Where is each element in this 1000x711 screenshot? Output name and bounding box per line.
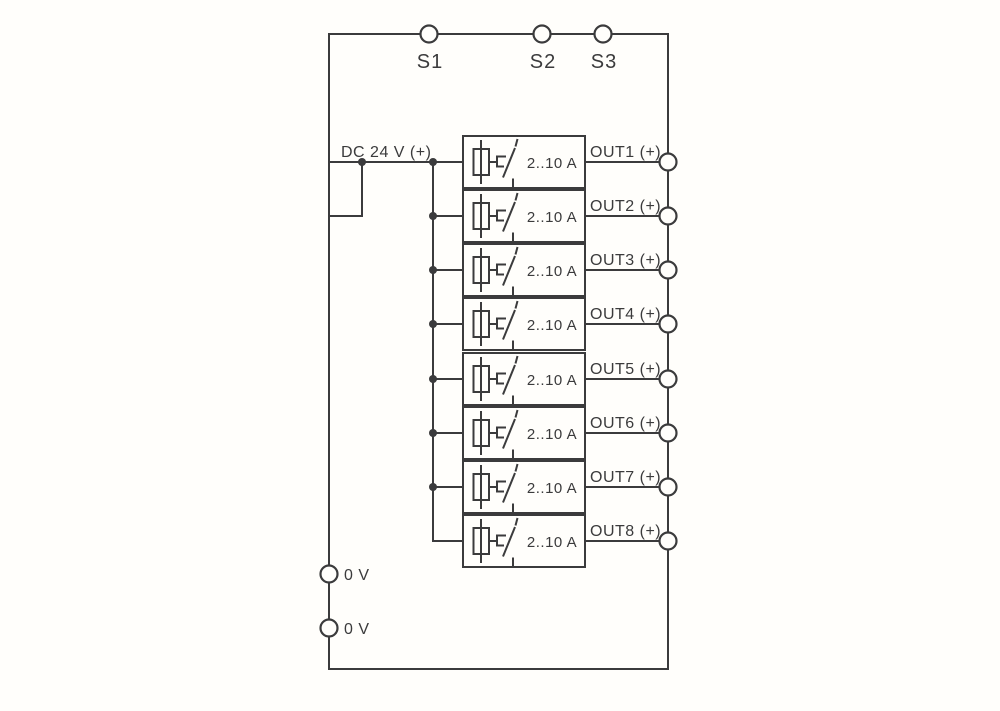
fuse-breaker-icon — [472, 355, 519, 406]
output-terminal — [658, 369, 678, 389]
channel-row: 2..10 A OUT2 (+) — [429, 189, 678, 243]
signal-terminals: S1 S2 S3 — [417, 24, 617, 73]
channel-row: 2..10 A OUT7 (+) — [429, 460, 678, 514]
ground-terminals: 0 V 0 V — [319, 564, 370, 638]
junction-dot — [429, 483, 437, 491]
output-terminal — [658, 152, 678, 172]
rating-label: 2..10 A — [527, 155, 577, 172]
junction-dot — [429, 212, 437, 220]
output-label: OUT8 (+) — [590, 523, 661, 540]
terminal-s3-label: S3 — [591, 51, 617, 73]
output-label: OUT7 (+) — [590, 469, 661, 486]
channel-row: 2..10 A OUT3 (+) — [429, 243, 678, 297]
output-terminal — [658, 314, 678, 334]
fuse-breaker-icon — [472, 138, 519, 189]
junction-dot — [429, 429, 437, 437]
fuse-breaker-icon — [472, 246, 519, 297]
junction-dot — [429, 320, 437, 328]
output-terminal — [658, 531, 678, 551]
terminal-s1-label: S1 — [417, 51, 443, 73]
channel-row: 2..10 A OUT1 (+) — [429, 135, 678, 189]
fuse-breaker-icon — [472, 300, 519, 351]
output-label: OUT6 (+) — [590, 415, 661, 432]
channel-row: 2..10 A OUT6 (+) — [429, 406, 678, 460]
output-terminal — [658, 423, 678, 443]
terminal-0v-2-label: 0 V — [344, 621, 370, 638]
supply-label: DC 24 V (+) — [341, 144, 431, 161]
terminal-s1 — [419, 24, 439, 44]
junction-dot — [358, 158, 366, 166]
module-enclosure-border — [328, 33, 669, 670]
output-terminal — [658, 260, 678, 280]
fuse-breaker-icon — [472, 463, 519, 514]
supply-return-wire — [329, 162, 363, 217]
terminal-s3 — [593, 24, 613, 44]
supply-input: DC 24 V (+) — [329, 144, 433, 217]
fuse-breaker-icon — [472, 517, 519, 568]
rating-label: 2..10 A — [527, 372, 577, 389]
terminal-0v-1 — [319, 564, 339, 584]
fuse-breaker-icon — [472, 192, 519, 243]
output-terminal — [658, 477, 678, 497]
terminal-0v-2 — [319, 618, 339, 638]
junction-dot — [429, 266, 437, 274]
rating-label: 2..10 A — [527, 317, 577, 334]
junction-dot — [429, 158, 437, 166]
terminal-s2-label: S2 — [530, 51, 556, 73]
output-terminal — [658, 206, 678, 226]
terminal-0v-1-label: 0 V — [344, 567, 370, 584]
output-label: OUT1 (+) — [590, 144, 661, 161]
distribution-bus-wire — [432, 162, 463, 542]
output-label: OUT3 (+) — [590, 252, 661, 269]
output-label: OUT5 (+) — [590, 361, 661, 378]
rating-label: 2..10 A — [527, 480, 577, 497]
channel-row: 2..10 A OUT8 (+) — [433, 514, 678, 568]
output-label: OUT4 (+) — [590, 306, 661, 323]
channel-row: 2..10 A OUT4 (+) — [429, 297, 678, 351]
junction-dot — [429, 375, 437, 383]
terminal-s2 — [532, 24, 552, 44]
rating-label: 2..10 A — [527, 263, 577, 280]
rating-label: 2..10 A — [527, 209, 577, 226]
fuse-breaker-icon — [472, 409, 519, 460]
rating-label: 2..10 A — [527, 426, 577, 443]
channel-row: 2..10 A OUT5 (+) — [429, 352, 678, 406]
output-label: OUT2 (+) — [590, 198, 661, 215]
rating-label: 2..10 A — [527, 534, 577, 551]
